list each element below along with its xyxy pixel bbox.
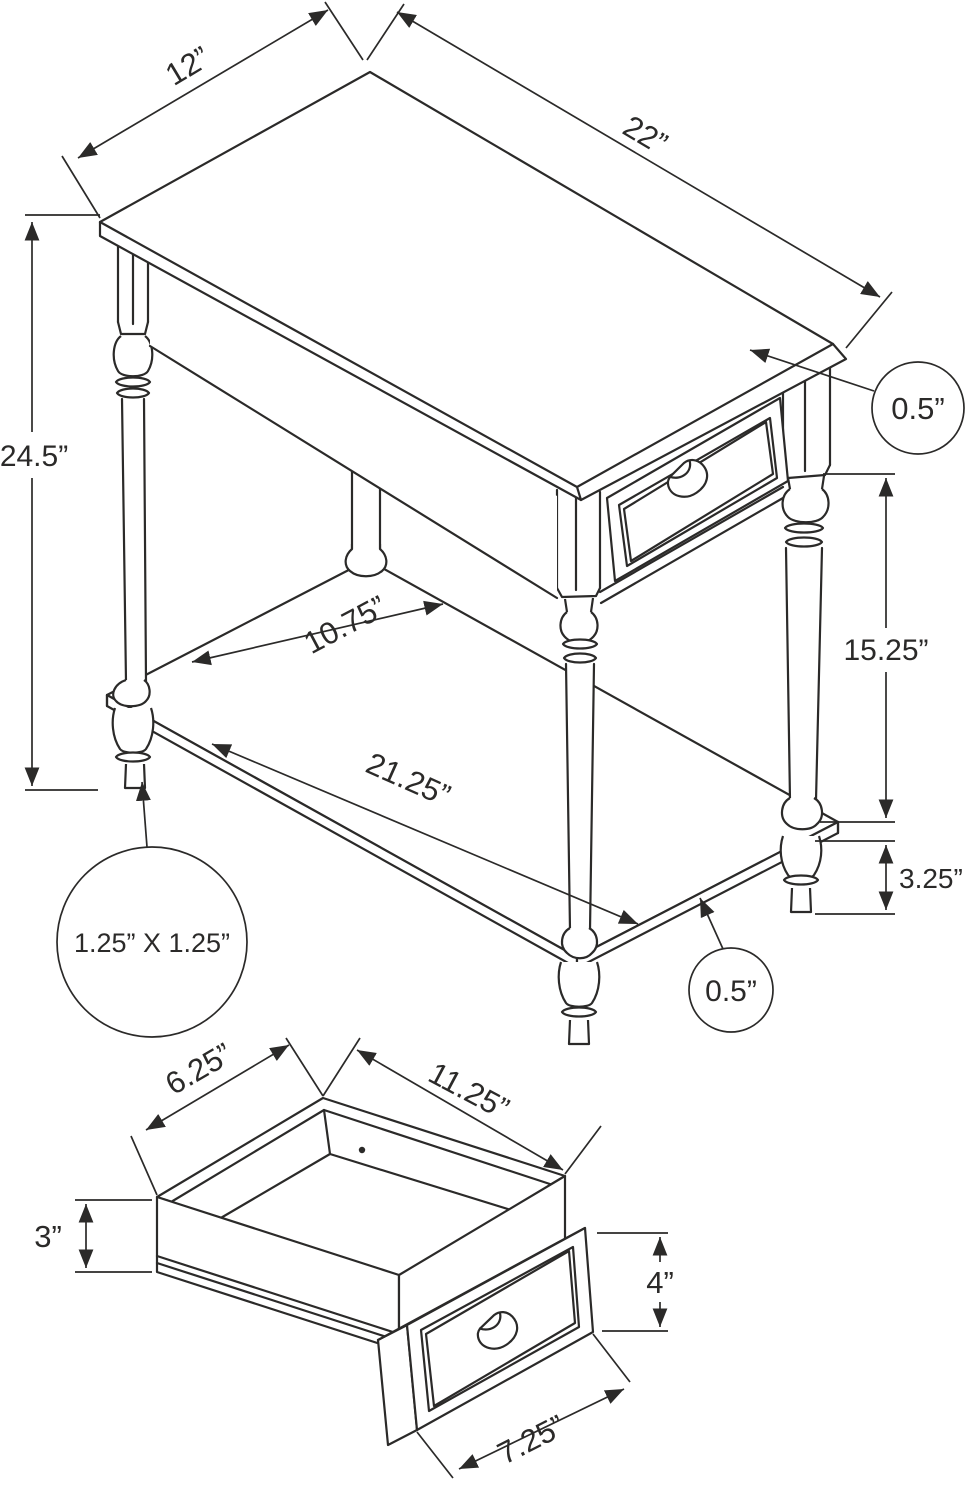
dim-label-leg-cross-section: 1.25” X 1.25”: [74, 928, 230, 958]
table-front-left-leg: [111, 241, 155, 790]
dim-label-leg-below-shelf: 3.25”: [899, 863, 963, 894]
dim-label-overall-height: 24.5”: [0, 440, 68, 473]
dim-label-clearance: 15.25”: [843, 634, 928, 667]
dim-label-top-width: 22”: [617, 109, 673, 162]
dim-leg-below-shelf: 3.25”: [815, 840, 963, 915]
callout-leg-cross-section: 1.25” X 1.25”: [56, 781, 248, 1038]
dim-label-drawer-inner-depth: 6.25”: [159, 1036, 238, 1102]
dim-label-drawer-box-height: 3”: [34, 1219, 62, 1254]
dim-label-shelf-thickness: 0.5”: [705, 975, 757, 1008]
drawer-screw-hole: [358, 1146, 366, 1154]
drawer-isometric-view: 6.25” 11.25” 3” 4” 7.25”: [34, 1036, 674, 1479]
dim-clearance: 15.25”: [820, 473, 929, 823]
dim-label-top-depth: 12”: [159, 39, 215, 92]
drawer-front-panel: [376, 1226, 595, 1447]
dim-overall-height: 24.5”: [0, 214, 100, 791]
dim-label-drawer-front-height: 4”: [646, 1265, 674, 1300]
callout-top-thickness: 0.5”: [749, 348, 965, 455]
dim-drawer-front-height: 4”: [597, 1232, 674, 1332]
callout-shelf-thickness: 0.5”: [688, 897, 774, 1033]
dim-label-top-thickness: 0.5”: [891, 391, 944, 426]
table-front-right-leg: [779, 362, 832, 914]
table-drawer-face: [598, 396, 790, 605]
table-apron-left: [148, 258, 559, 600]
table-back-leg-foot: [344, 544, 388, 578]
dim-drawer-box-height: 3”: [34, 1199, 152, 1273]
table-isometric-view: 12” 22” 24.5” 0.5” 15.25” 10.75”: [0, 1, 965, 1046]
dim-label-drawer-front-width: 7.25”: [492, 1408, 571, 1471]
